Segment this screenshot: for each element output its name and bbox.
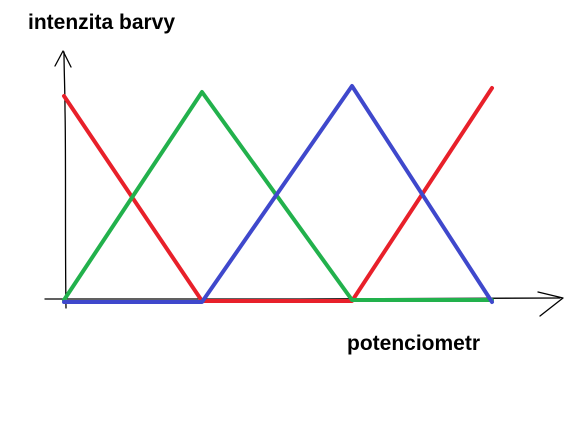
y-axis [54,50,72,309]
y-axis-line [63,51,67,309]
color-curves [62,84,494,304]
y-axis-arrowhead [54,50,72,68]
blue-curve [62,84,494,304]
x-axis-label: potenciometr [347,332,481,355]
x-axis-arrowhead [537,291,564,317]
y-axis-label: intenzita barvy [28,11,176,34]
